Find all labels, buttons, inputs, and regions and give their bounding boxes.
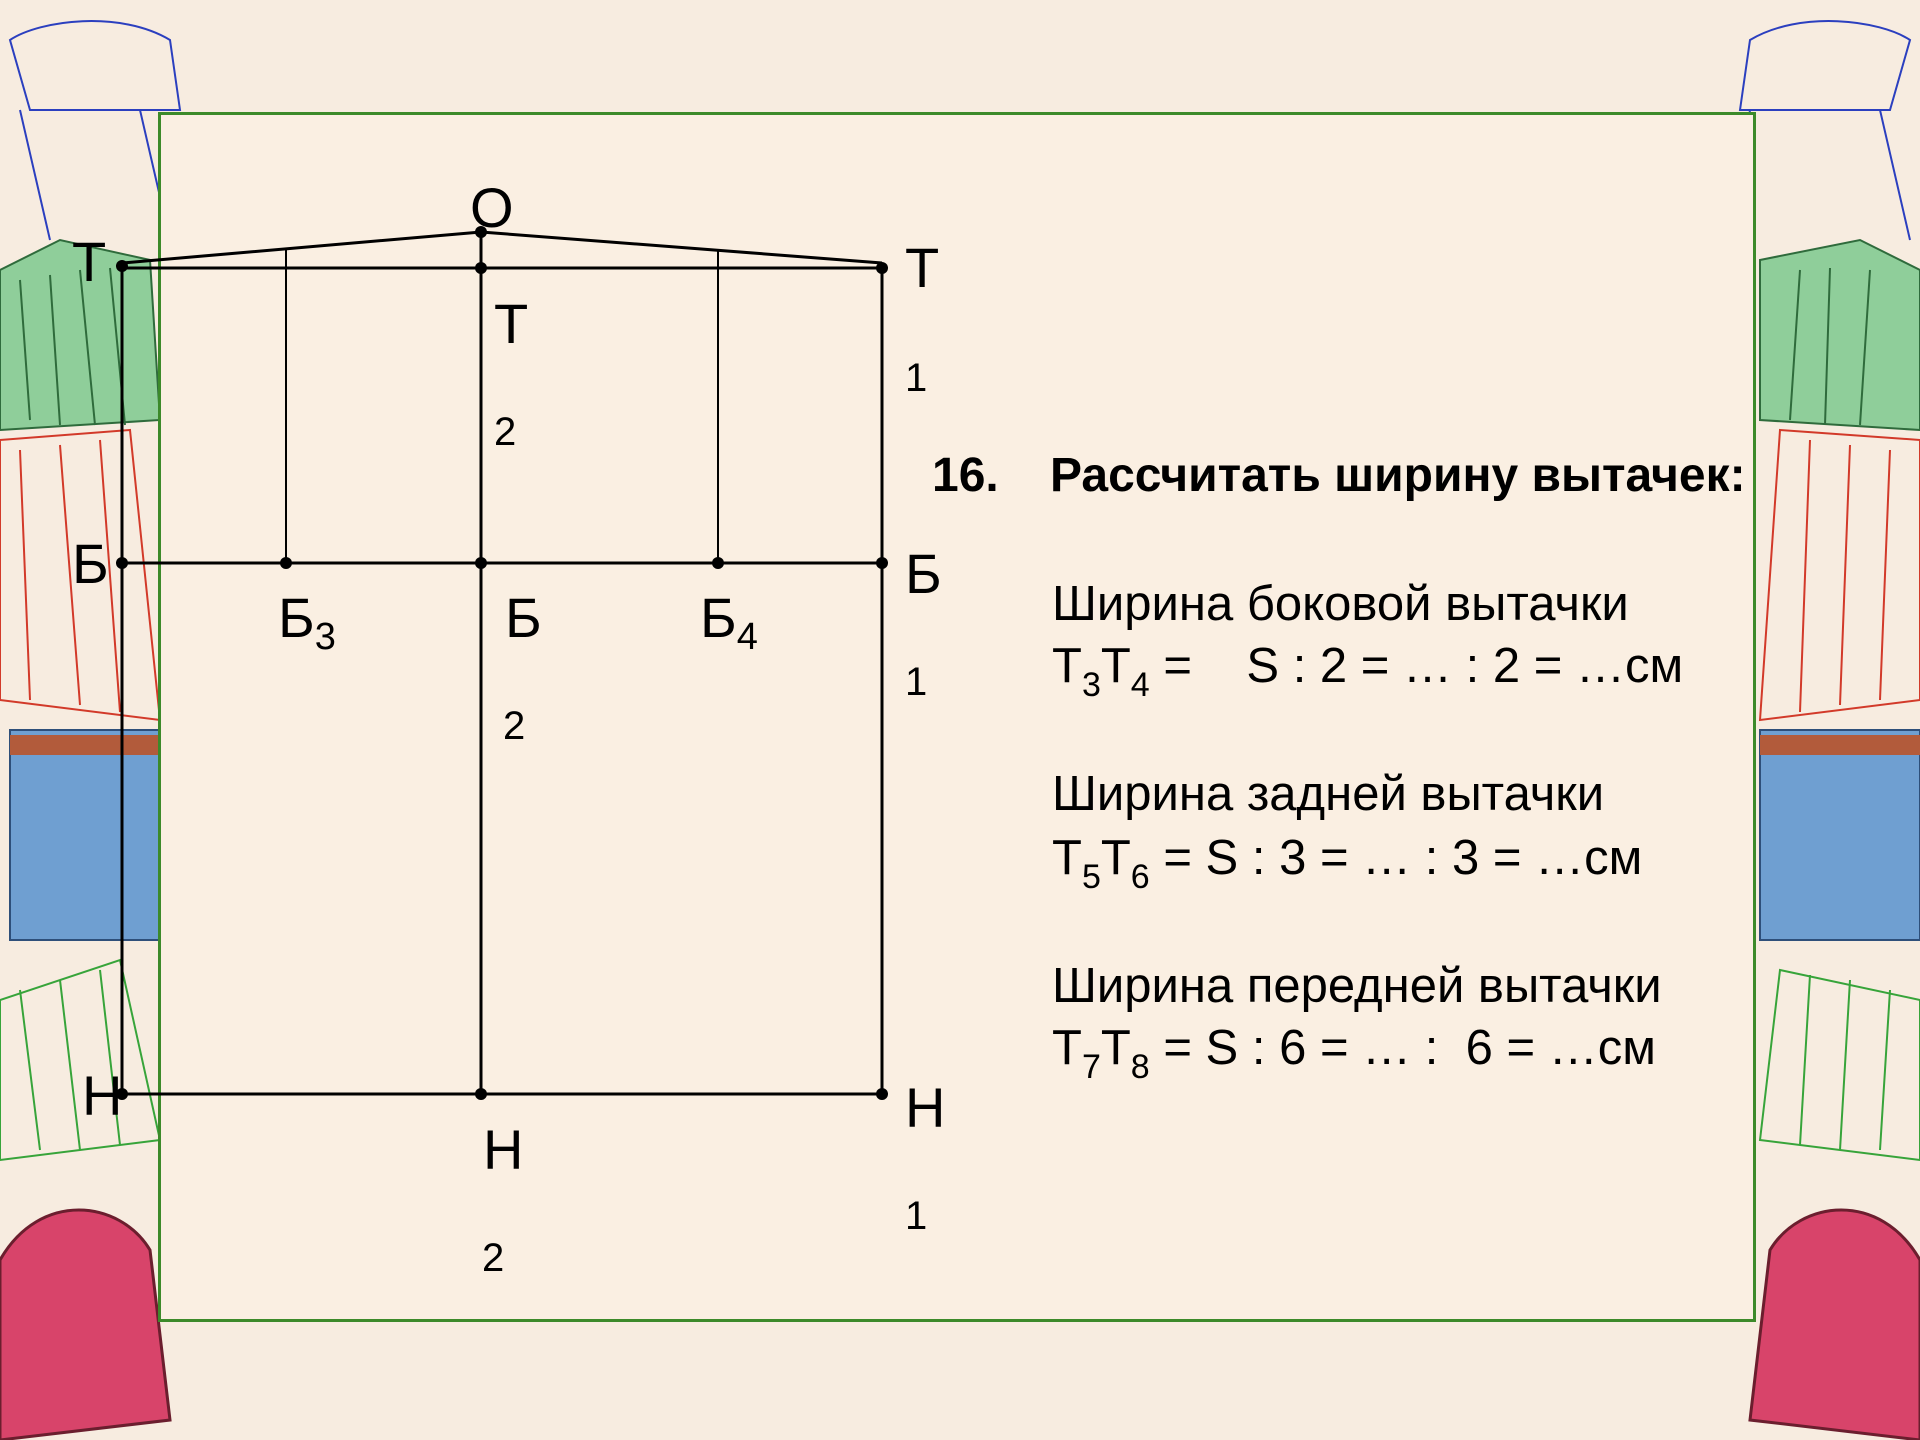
label-h2-index: 2 xyxy=(482,1236,505,1280)
formula-1-title: Ширина боковой вытачки xyxy=(1052,577,1629,631)
formula-3-title: Ширина передней вытачки xyxy=(1052,959,1662,1013)
task-number: 16. xyxy=(932,449,999,502)
point-h1 xyxy=(876,1088,888,1100)
point-b4 xyxy=(712,557,724,569)
point-t1 xyxy=(876,262,888,274)
point-h xyxy=(116,1088,128,1100)
point-b3 xyxy=(280,557,292,569)
label-h1-index: 1 xyxy=(905,1194,928,1238)
content-panel xyxy=(158,112,1756,1322)
label-b1-index: 1 xyxy=(905,660,928,704)
label-h1: Н xyxy=(905,1076,946,1139)
label-h2: Н xyxy=(483,1118,524,1181)
point-b1 xyxy=(876,557,888,569)
clothing-illustrations-left xyxy=(0,20,182,1440)
formula-2-expression: Т5Т6 = S : 3 = … : 3 = …см xyxy=(1052,831,1643,896)
point-o xyxy=(475,226,487,238)
label-t2-index: 2 xyxy=(494,410,517,454)
point-b xyxy=(116,557,128,569)
label-o: О xyxy=(470,176,514,239)
label-b3: Б3 xyxy=(278,586,336,658)
task-title: Рассчитать ширину вытачек: xyxy=(1050,449,1746,502)
label-t1: Т xyxy=(905,236,940,299)
label-t2: Т xyxy=(494,292,529,355)
formula-3-expression: Т7Т8 = S : 6 = … : 6 = …см xyxy=(1052,1021,1656,1086)
point-t2 xyxy=(475,262,487,274)
point-h2 xyxy=(475,1088,487,1100)
label-b4: Б4 xyxy=(700,586,758,658)
label-h: Н xyxy=(82,1064,123,1127)
point-t xyxy=(116,260,128,272)
label-t: Т xyxy=(72,230,107,293)
label-b1: Б xyxy=(905,542,942,605)
label-t1-index: 1 xyxy=(905,356,928,400)
clothing-illustrations-right xyxy=(1729,20,1920,1440)
formula-2-title: Ширина задней вытачки xyxy=(1052,767,1605,821)
label-b2-index: 2 xyxy=(503,704,526,748)
point-b2 xyxy=(475,557,487,569)
label-b: Б xyxy=(72,532,109,595)
formula-1-expression: Т3Т4 = S : 2 = … : 2 = …см xyxy=(1052,639,1684,704)
label-b2: Б xyxy=(505,586,542,649)
